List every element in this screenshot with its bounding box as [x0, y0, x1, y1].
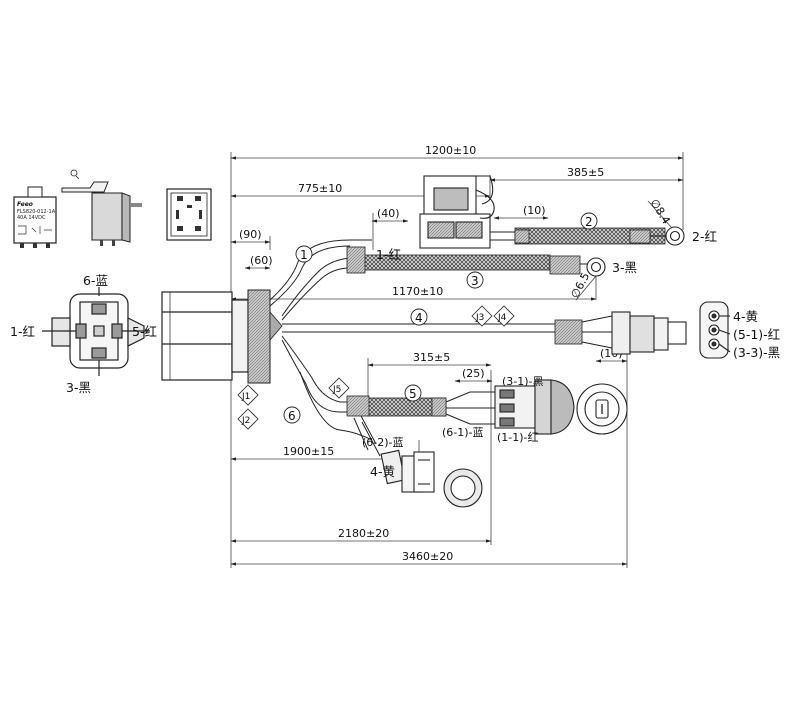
- joint-j1: J1: [241, 392, 250, 402]
- joint-j3: J3: [475, 313, 484, 323]
- relay-label-bottom-black: 3-黑: [66, 380, 91, 395]
- joint-marker-j3: [471, 305, 493, 327]
- relay-front-view: Feeo FLS820-012-1A 40A 14VDC: [13, 186, 57, 248]
- dim-1900: 1900±15: [283, 445, 334, 458]
- ring-terminal-3: [586, 257, 606, 277]
- joint-marker-j5: [328, 377, 350, 399]
- wire-number-1: 1: [300, 248, 308, 262]
- main-relay-connector: [161, 291, 249, 381]
- wire-badge-5: [404, 384, 422, 402]
- label-connector-4-yellow: 4-黄: [370, 464, 395, 479]
- wire-color-labels: 1-红 2-红 3-黑 4-黄 (5-1)-红 (3-3)-黑 (3-1)-黑 …: [362, 229, 780, 479]
- label-connector-6-2-blue: (6-2)-蓝: [362, 436, 404, 449]
- wire-number-3: 3: [471, 274, 479, 288]
- dim-90: (90): [239, 228, 262, 241]
- dim-1200: 1200±10: [425, 144, 476, 157]
- joint-j2: J2: [241, 416, 250, 426]
- label-switch-3-1-black: (3-1)-黑: [502, 375, 544, 388]
- wire-badge-3: [466, 271, 484, 289]
- relay-pin-view: [166, 188, 212, 241]
- relay-model-text: FLS820-012-1A: [17, 209, 56, 215]
- label-pin4-yellow: 4-黄: [733, 309, 758, 324]
- dim-385: 385±5: [567, 166, 604, 179]
- joint-markers: [237, 305, 515, 430]
- dim-10-top: (10): [523, 204, 546, 217]
- ring-terminal-2: [650, 226, 685, 246]
- joint-marker-j2: [237, 408, 259, 430]
- dim-3460: 3460±20: [402, 550, 453, 563]
- label-switch-1-1-red: (1-1)-红: [497, 431, 539, 444]
- label-pin3-3-black: (3-3)-黑: [733, 345, 780, 360]
- dim-phi-8-4: ∅8.4: [647, 197, 672, 227]
- rocker-switch: [494, 379, 628, 435]
- wire-number-text: 1 2 3 4 5 6: [288, 215, 593, 423]
- relay-side-view: [61, 169, 142, 246]
- wire-badge-4: [410, 308, 428, 326]
- joint-marker-j1: [237, 384, 259, 406]
- joint-text: J1 J2 J3 J4 J5: [241, 313, 507, 426]
- relay-socket: [42, 287, 150, 376]
- label-pin5-1-red: (5-1)-红: [733, 327, 780, 342]
- dim-phi-6-5: ∅6.5: [568, 270, 592, 300]
- main-connector-boot: [247, 289, 271, 384]
- label-switch-6-1-blue: (6-1)-蓝: [442, 426, 484, 439]
- wire-badge-1: [295, 245, 313, 263]
- wire-number-badges: [283, 212, 598, 424]
- label-wire3-black: 3-黑: [612, 260, 637, 275]
- wire-badge-6: [283, 406, 301, 424]
- relay-label-left-red: 1-红: [10, 324, 35, 339]
- joint-j5: J5: [332, 385, 341, 395]
- dim-25: (25): [462, 367, 485, 380]
- dim-1170: 1170±10: [392, 285, 443, 298]
- rocker-connector: [380, 449, 435, 493]
- dim-2180: 2180±20: [338, 527, 389, 540]
- joint-j4: J4: [497, 313, 507, 323]
- label-wire2-red: 2-红: [692, 229, 717, 244]
- relay-label-top-blue: 6-蓝: [83, 273, 108, 288]
- relay-rating-text: 40A 14VDC: [17, 215, 46, 221]
- wire-number-2: 2: [585, 215, 593, 229]
- inline-fuse-holder: [419, 175, 495, 249]
- braided-sleeves: [346, 227, 666, 417]
- relay-brand-text: Feeo: [17, 201, 33, 208]
- three-pin-connector: [581, 301, 731, 359]
- label-wire1-red: 1-红: [376, 247, 401, 262]
- wire-number-5: 5: [409, 387, 417, 401]
- dim-775: 775±10: [298, 182, 342, 195]
- dim-40: (40): [377, 207, 400, 220]
- dimension-text: 1200±10 385±5 775±10 (40) (10) (90) (60)…: [239, 144, 673, 563]
- joint-marker-j4: [493, 305, 515, 327]
- dim-315: 315±5: [413, 351, 450, 364]
- wire-number-4: 4: [415, 311, 423, 325]
- rubber-grommet: [443, 468, 483, 508]
- wire-number-6: 6: [288, 409, 296, 423]
- wire-badge-2: [580, 212, 598, 230]
- dim-60: (60): [250, 254, 273, 267]
- relay-label-right-red: 5-红: [132, 324, 157, 339]
